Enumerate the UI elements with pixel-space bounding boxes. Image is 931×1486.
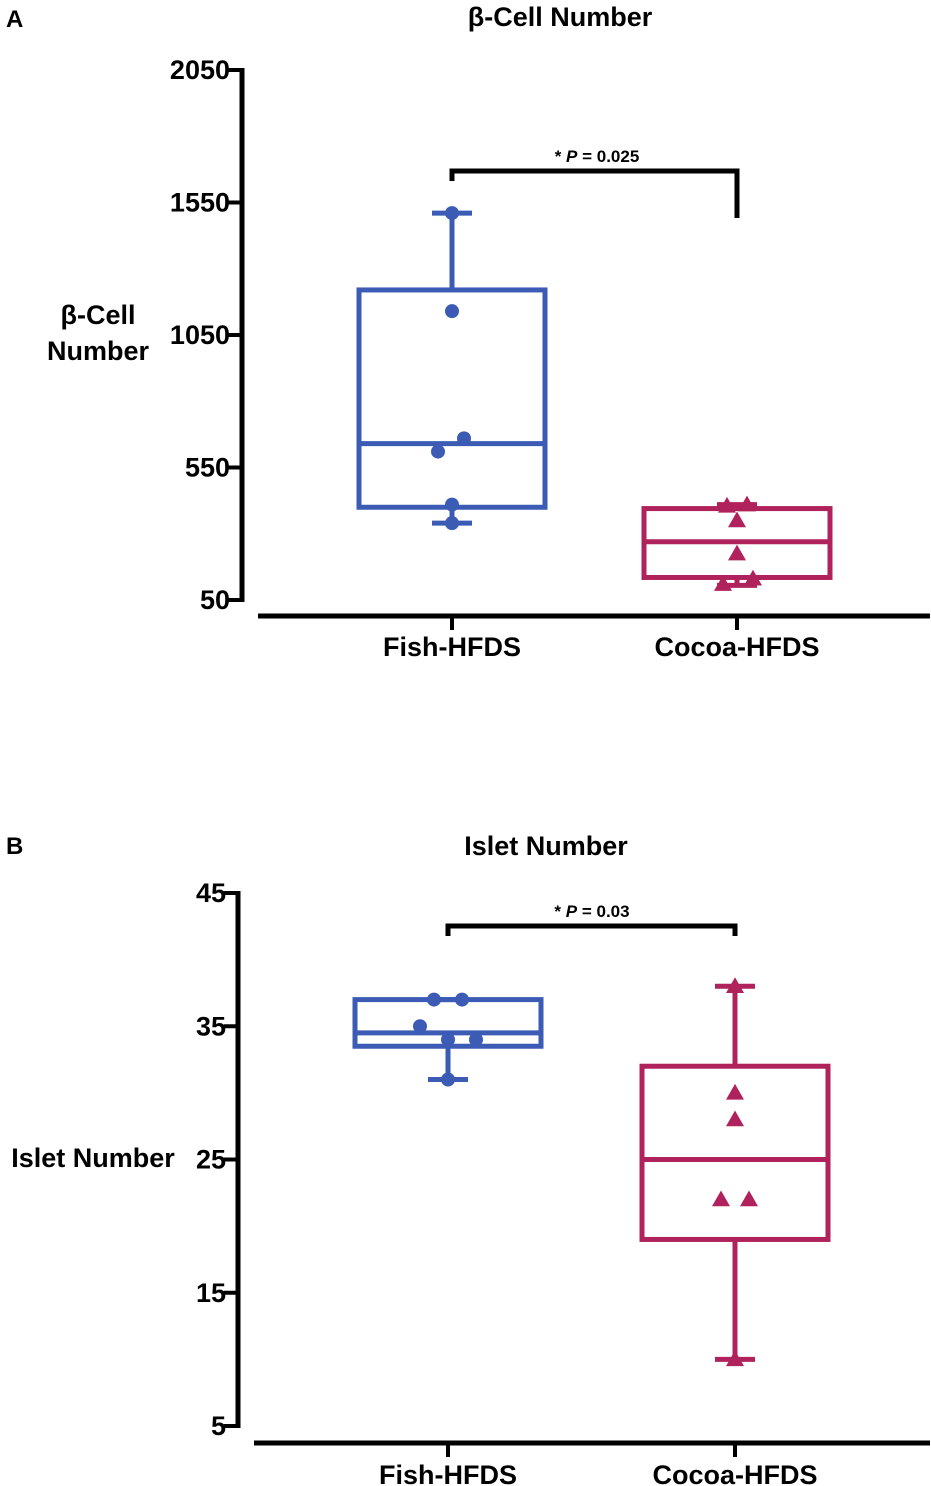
box: [639, 1063, 831, 1242]
data-point: [712, 1190, 730, 1207]
x-tick-label: Fish-HFDS: [383, 632, 521, 662]
significance-bracket: [449, 168, 740, 218]
data-point: [441, 1072, 455, 1087]
y-tick-label: 50: [200, 585, 230, 615]
y-axis-label: Islet Number: [11, 1143, 175, 1173]
chart-title: Islet Number: [464, 831, 628, 861]
y-tick-label: 15: [196, 1278, 226, 1308]
y-tick-label: 45: [196, 878, 226, 908]
series-Cocoa-HFDS: [641, 495, 833, 591]
x-tick-label: Cocoa-HFDS: [654, 632, 819, 662]
y-axis-label: β-Cell: [61, 300, 136, 330]
y-tick-label: 35: [196, 1011, 226, 1041]
y-tick-label: 5: [211, 1411, 226, 1441]
chart-title: β-Cell Number: [468, 2, 653, 32]
significance-prefix: *: [555, 147, 566, 166]
y-tick-label: 1550: [170, 188, 230, 218]
data-point: [469, 1032, 483, 1047]
data-point: [441, 1032, 455, 1047]
y-tick-label: 550: [185, 453, 230, 483]
data-point: [728, 544, 746, 561]
data-point: [445, 304, 459, 319]
significance-p: P: [566, 902, 578, 921]
series-Fish-HFDS: [352, 992, 544, 1087]
significance-value: = 0.025: [577, 147, 639, 166]
series-Cocoa-HFDS: [639, 977, 831, 1367]
data-point: [413, 1019, 427, 1034]
data-point: [427, 992, 441, 1007]
data-point: [445, 206, 459, 221]
data-point: [738, 495, 756, 512]
x-tick-label: Fish-HFDS: [379, 1460, 517, 1486]
data-point: [714, 575, 732, 591]
panel-label: B: [6, 833, 23, 860]
significance-bracket: [445, 923, 738, 936]
data-point: [726, 1083, 744, 1100]
data-point: [718, 496, 736, 513]
data-point: [726, 1110, 744, 1127]
data-point: [726, 977, 744, 994]
data-point: [445, 516, 459, 531]
data-point: [455, 992, 469, 1007]
panel-label: A: [6, 6, 23, 33]
box: [356, 287, 548, 510]
data-point: [740, 1190, 758, 1207]
data-point: [431, 444, 445, 459]
data-point: [726, 1350, 744, 1367]
significance-label: * P = 0.025: [555, 147, 640, 166]
y-tick-label: 25: [196, 1145, 226, 1175]
data-point: [445, 497, 459, 512]
data-point: [744, 569, 762, 586]
significance-value: = 0.03: [577, 902, 629, 921]
y-axis-label: Number: [47, 336, 150, 366]
y-tick-label: 1050: [170, 320, 230, 350]
y-tick-label: 2050: [170, 55, 230, 85]
significance-p: P: [566, 147, 578, 166]
x-tick-label: Cocoa-HFDS: [652, 1460, 817, 1486]
significance-prefix: *: [554, 902, 565, 921]
significance-label: * P = 0.03: [554, 902, 629, 921]
data-point: [728, 511, 746, 528]
series-Fish-HFDS: [356, 206, 548, 531]
data-point: [457, 431, 471, 446]
